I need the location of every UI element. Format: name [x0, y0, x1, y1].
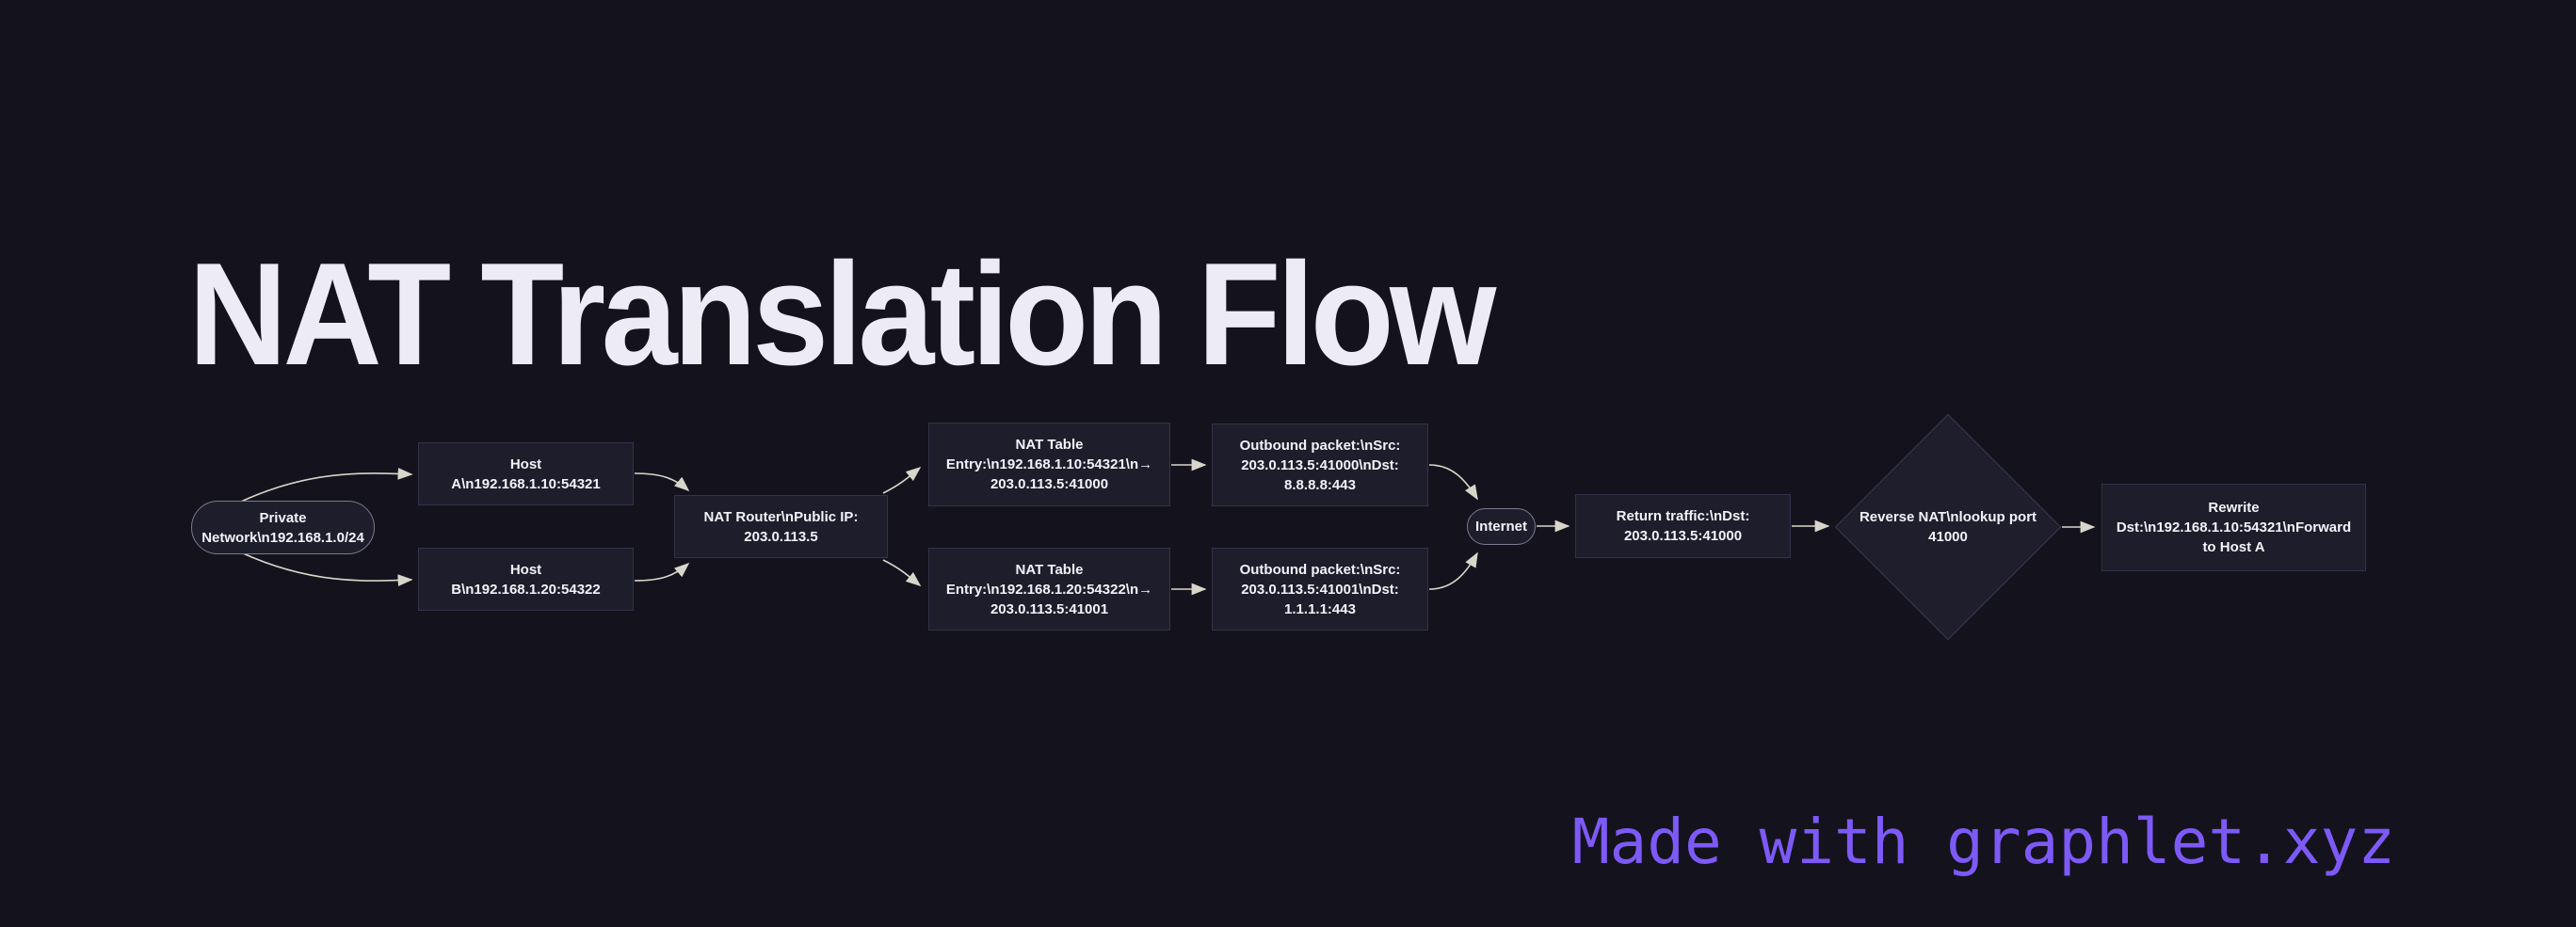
node-line: NAT Router\nPublic IP:: [703, 508, 859, 525]
node-line: to Host A: [2202, 539, 2265, 555]
node-outbound-packet-b: Outbound packet:\nSrc: 203.0.113.5:41001…: [1212, 548, 1428, 631]
node-line: Network\n192.168.1.0/24: [201, 529, 364, 546]
node-host-a: Host A\n192.168.1.10:54321: [418, 442, 634, 505]
node-rewrite-forward: Rewrite Dst:\n192.168.1.10:54321\nForwar…: [2101, 484, 2366, 571]
node-line: Entry:\n192.168.1.10:54321\n→: [945, 456, 1153, 472]
node-line: A\n192.168.1.10:54321: [451, 475, 601, 492]
node-line: NAT Table: [1015, 561, 1084, 578]
node-line: Reverse NAT\nlookup port: [1859, 509, 2037, 525]
node-line: 203.0.113.5:41000\nDst:: [1241, 456, 1399, 473]
node-line: Outbound packet:\nSrc:: [1239, 561, 1401, 578]
node-nat-router: NAT Router\nPublic IP: 203.0.113.5: [674, 495, 888, 558]
node-line: Outbound packet:\nSrc:: [1239, 437, 1401, 454]
node-line: Internet: [1474, 519, 1527, 535]
node-line: 203.0.113.5:41001: [990, 600, 1109, 617]
node-reverse-nat-label: Reverse NAT\nlookup port 41000: [1840, 487, 2056, 567]
node-line: 203.0.113.5:41000: [1623, 528, 1743, 544]
node-line: 203.0.113.5:41001\nDst:: [1241, 581, 1399, 598]
edge-private-network-to-host-b: [240, 551, 413, 586]
node-nat-table-a: NAT Table Entry:\n192.168.1.10:54321\n→ …: [928, 423, 1170, 506]
node-line: Return traffic:\nDst:: [1616, 508, 1750, 524]
node-line: 203.0.113.5: [744, 528, 818, 545]
node-private-network: Private Network\n192.168.1.0/24: [191, 501, 375, 554]
node-line: 8.8.8.8:443: [1284, 476, 1356, 493]
node-line: Host: [509, 561, 542, 578]
node-line: Dst:\n192.168.1.10:54321\nForward: [2116, 519, 2352, 535]
node-line: 203.0.113.5:41000: [990, 476, 1109, 492]
graphlet-credit-link[interactable]: Made with graphlet.xyz: [1571, 806, 2395, 878]
edge-outbound-a-to-internet: [1428, 464, 1478, 501]
edge-host-b-to-nat-router: [634, 562, 690, 582]
edge-nat-router-to-nat-table-b: [882, 559, 922, 587]
node-line: NAT Table: [1015, 437, 1084, 453]
node-return-traffic: Return traffic:\nDst: 203.0.113.5:41000: [1575, 494, 1791, 558]
edge-outbound-b-to-internet: [1428, 551, 1478, 590]
edge-host-a-to-nat-router: [634, 472, 690, 492]
node-line: Host: [509, 456, 542, 472]
node-host-b: Host B\n192.168.1.20:54322: [418, 548, 634, 611]
page-title: NAT Translation Flow: [188, 232, 1496, 395]
node-line: Entry:\n192.168.1.20:54322\n→: [945, 581, 1153, 598]
node-internet: Internet: [1467, 508, 1536, 545]
node-line: Rewrite: [2208, 500, 2260, 516]
edge-private-network-to-host-a: [240, 468, 413, 503]
node-line: B\n192.168.1.20:54322: [451, 581, 601, 598]
node-outbound-packet-a: Outbound packet:\nSrc: 203.0.113.5:41000…: [1212, 424, 1428, 506]
node-line: Private: [259, 509, 307, 526]
node-line: 1.1.1.1:443: [1284, 600, 1356, 617]
node-nat-table-b: NAT Table Entry:\n192.168.1.20:54322\n→ …: [928, 548, 1170, 631]
node-line: 41000: [1928, 529, 1968, 545]
edge-nat-router-to-nat-table-a: [882, 466, 922, 494]
